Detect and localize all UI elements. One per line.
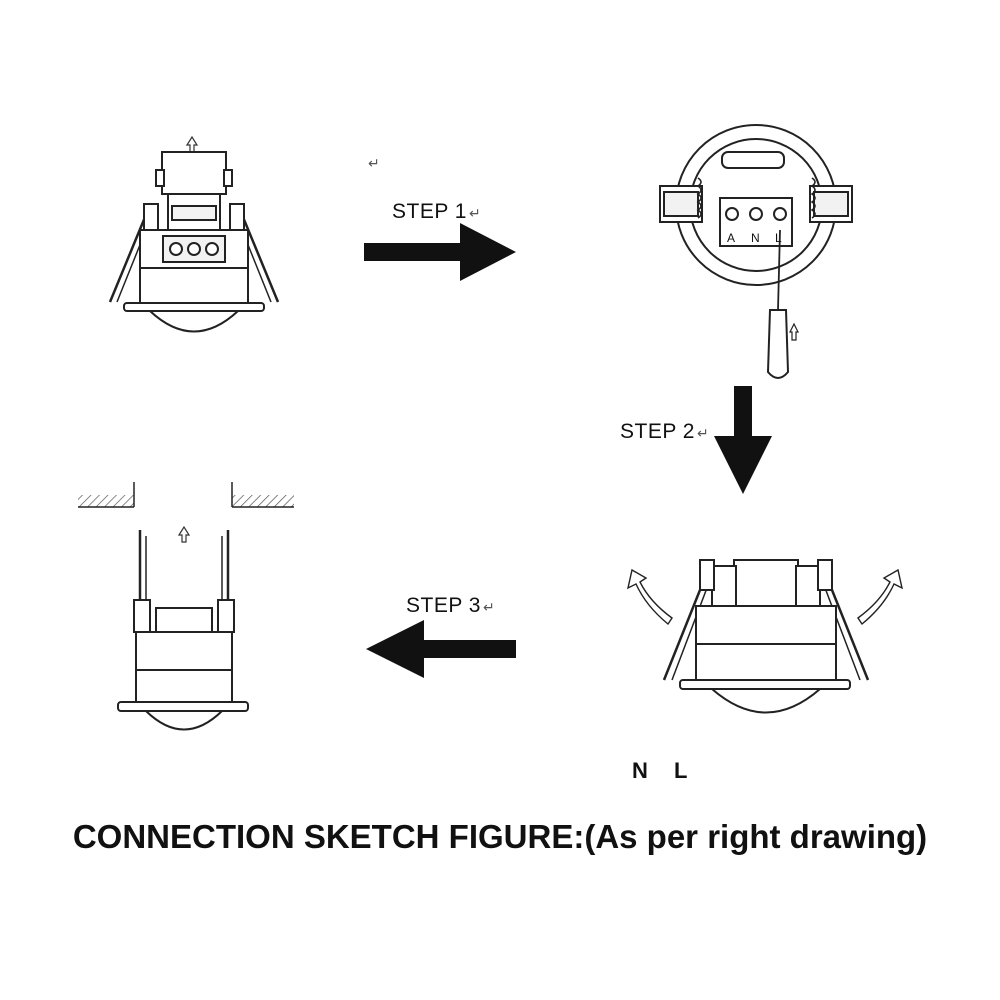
- sensor-bottom-right: [626, 559, 904, 714]
- ceiling-hatch: [78, 482, 294, 508]
- return-mark: ↵: [468, 205, 482, 221]
- wire-label-l: L: [674, 758, 687, 783]
- arrow-left-icon: [366, 620, 516, 678]
- arrow-down-icon: [714, 386, 772, 494]
- step-2-text: STEP 2: [620, 420, 695, 443]
- step-1-label: STEP 1↵: [392, 200, 481, 224]
- return-mark: ↵: [482, 599, 496, 615]
- step-1-text: STEP 1: [392, 200, 467, 223]
- return-mark-top: ↵: [368, 155, 380, 171]
- sensor-bottom-left: [78, 482, 294, 731]
- sensor-top-left: [108, 135, 280, 333]
- up-arrow-icon: [177, 525, 191, 543]
- terminal-letter-a: A: [727, 231, 735, 245]
- terminal-letter-l: L: [775, 231, 782, 245]
- step-2-label: STEP 2↵: [620, 420, 709, 444]
- terminal-letter-n: N: [751, 231, 760, 245]
- step-3-text: STEP 3: [406, 594, 481, 617]
- wire-labels: N L: [632, 758, 687, 783]
- step-3-label: STEP 3↵: [406, 594, 495, 618]
- figure-caption: CONNECTION SKETCH FIGURE:(As per right d…: [72, 818, 928, 855]
- sensor-top-view: [659, 124, 853, 379]
- arrow-right-icon: [364, 223, 516, 281]
- wire-label-n: N: [632, 758, 648, 783]
- screwdriver-icon: [766, 229, 799, 379]
- curved-arrow-icon: [626, 568, 904, 626]
- terminal-letters: A N L: [727, 231, 782, 245]
- up-arrow-icon: [185, 135, 199, 153]
- return-mark: ↵: [696, 425, 710, 441]
